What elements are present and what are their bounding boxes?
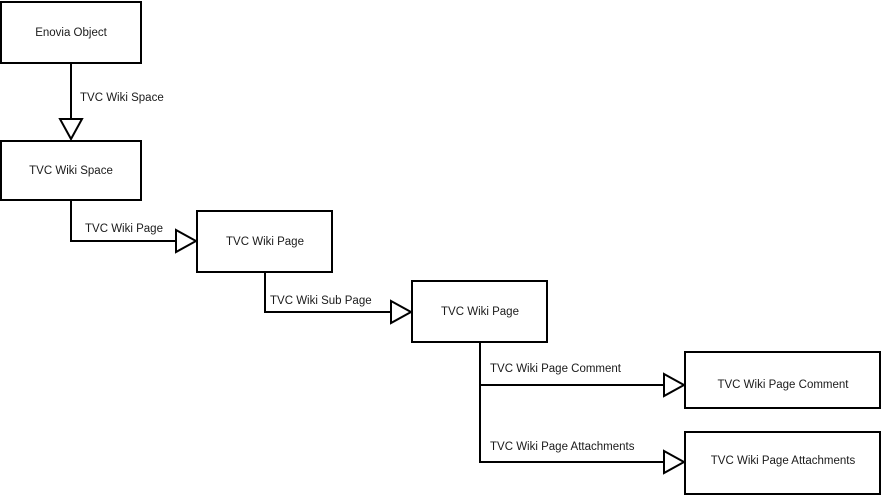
- edge-label-tvc-wiki-page-comment: TVC Wiki Page Comment: [490, 363, 622, 375]
- edge-space-to-page-line: [70, 200, 177, 242]
- edge-enovia-to-space-arrowhead: [58, 118, 84, 142]
- edge-label-tvc-wiki-page: TVC Wiki Page: [85, 223, 163, 235]
- node-tvc-wiki-space-label: TVC Wiki Space: [29, 165, 113, 177]
- node-enovia-object-box: [0, 1, 142, 64]
- edge-page-to-subpage-arrowhead: [390, 299, 414, 325]
- edge-space-to-page[interactable]: [70, 200, 199, 254]
- edge-label-tvc-wiki-space: TVC Wiki Space: [80, 92, 164, 104]
- edge-enovia-to-space[interactable]: [58, 63, 84, 142]
- node-tvc-wiki-page-1-label: TVC Wiki Page: [226, 236, 304, 248]
- edge-label-tvc-wiki-sub-page: TVC Wiki Sub Page: [270, 295, 372, 307]
- node-tvc-wiki-page-attachments-box: [684, 431, 881, 495]
- node-tvc-wiki-page-1-box: [196, 210, 333, 273]
- edge-page-to-attachments-line: [479, 385, 665, 463]
- edge-page-to-comment-arrowhead: [663, 372, 687, 398]
- edge-page-to-attachments-arrowhead: [663, 449, 687, 475]
- node-enovia-object[interactable]: Enovia Object: [0, 1, 142, 64]
- node-tvc-wiki-page-comment[interactable]: TVC Wiki Page Comment: [684, 351, 881, 409]
- node-tvc-wiki-page-attachments[interactable]: TVC Wiki Page Attachments: [684, 431, 881, 495]
- node-tvc-wiki-space-box: [0, 140, 142, 201]
- node-tvc-wiki-page-comment-label: TVC Wiki Page Comment: [717, 379, 849, 391]
- node-tvc-wiki-space[interactable]: TVC Wiki Space: [0, 140, 142, 201]
- edge-label-tvc-wiki-page-attachments: TVC Wiki Page Attachments: [490, 441, 635, 453]
- edge-page-to-attachments[interactable]: [479, 385, 687, 475]
- node-tvc-wiki-page-2-box: [411, 280, 548, 343]
- node-enovia-object-label: Enovia Object: [35, 27, 107, 39]
- edge-space-to-page-arrowhead: [175, 228, 199, 254]
- node-tvc-wiki-page-attachments-label: TVC Wiki Page Attachments: [711, 455, 856, 467]
- node-tvc-wiki-page-1[interactable]: TVC Wiki Page: [196, 210, 333, 273]
- edge-page-to-subpage-line: [264, 272, 392, 313]
- node-tvc-wiki-page-comment-box: [684, 351, 881, 409]
- node-tvc-wiki-page-2[interactable]: TVC Wiki Page: [411, 280, 548, 343]
- node-tvc-wiki-page-2-label: TVC Wiki Page: [441, 306, 519, 318]
- edge-page-to-subpage[interactable]: [264, 272, 414, 325]
